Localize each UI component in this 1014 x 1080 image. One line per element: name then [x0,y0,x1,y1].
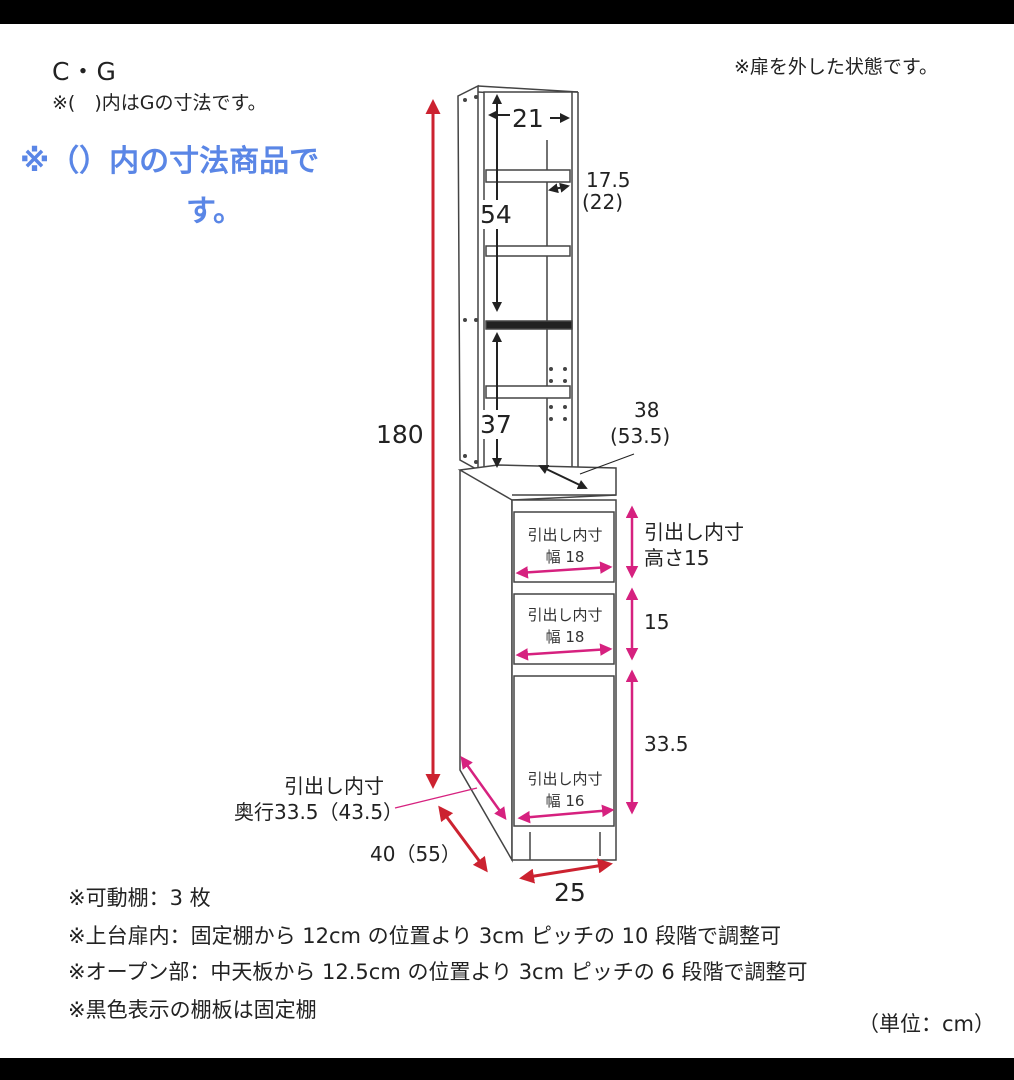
drawer2-label-line1: 引出し内寸 [527,606,603,624]
drawer2-label-line2: 幅 18 [545,628,585,646]
total-depth-label: 40（55） [370,842,461,866]
drawer1-height-line2: 高さ15 [644,546,710,570]
inner-dimension-arrows [394,505,639,824]
mid-depth-g-label: (53.5) [610,424,671,448]
drawer3-height-label: 33.5 [644,732,689,756]
footnote-movable-shelves: ※可動棚：3 枚 [68,886,211,910]
drawer2-height-label: 15 [644,610,670,634]
total-width-label: 25 [554,878,586,907]
drawer1-label-line1: 引出し内寸 [527,526,603,544]
footnote-upper-door: ※上台扉内：固定棚から 12cm の位置より 3cm ピッチの 10 段階で調整… [68,924,782,948]
top-black-bar [0,0,1014,24]
footnote-fixed-shelf: ※黒色表示の棚板は固定棚 [68,998,317,1022]
drawer1-label-line2: 幅 18 [545,548,585,566]
open-height-label: 37 [480,410,512,439]
upper-height-label: 54 [480,200,512,229]
total-height-label: 180 [376,420,424,449]
unit-label: （単位：cm） [858,1012,996,1036]
model-label: C・G [52,57,117,86]
bottom-black-bar [0,1058,1014,1080]
drawer-depth-line2: 奥行33.5（43.5） [234,800,404,824]
drawer3-label-line1: 引出し内寸 [527,770,603,788]
top-inner-depth-g-label: (22) [582,190,624,214]
paren-note: ※( )内はGの寸法です。 [52,92,267,114]
outer-dimension-arrows [425,99,613,884]
door-removed-note: ※扉を外した状態です。 [734,56,939,78]
drawer1-height-line1: 引出し内寸 [644,520,744,544]
top-inner-width-label: 21 [512,104,544,133]
top-inner-depth-label: 17.5 [586,168,631,192]
mid-depth-label: 38 [634,398,660,422]
drawer3-label-line2: 幅 16 [545,792,585,810]
drawer-depth-line1: 引出し内寸 [284,774,384,798]
footnote-open-section: ※オープン部：中天板から 12.5cm の位置より 3cm ピッチの 6 段階で… [68,960,808,984]
blue-note-line1: ※（）内の寸法商品で [20,144,320,179]
fixed-shelf [485,320,573,330]
blue-note-line2: す。 [186,194,243,229]
